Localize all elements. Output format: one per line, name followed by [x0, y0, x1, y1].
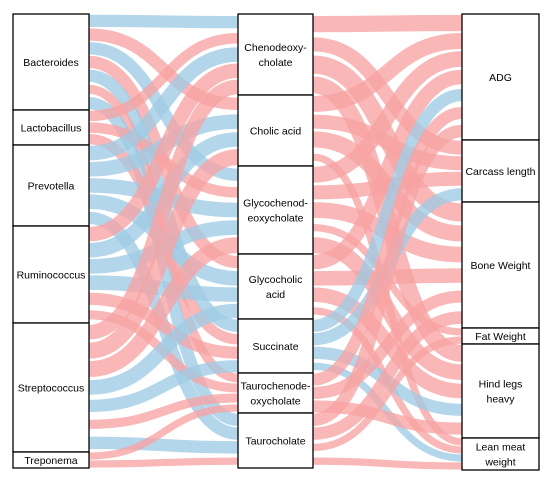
- node-label-glycochenodeoxycholate: Glycochenod-: [243, 198, 308, 210]
- node-box-lean-meat-weight: [461, 437, 540, 471]
- nodes-layer: BacteroidesLactobacillusPrevotellaRumino…: [12, 13, 540, 471]
- left-link-streptococcus-to-glycocholic-acid: [88, 303, 239, 395]
- node-label-fat-weight: Fat Weight: [475, 331, 526, 343]
- node-label-taurochenodeoxycholate: oxycholate: [250, 396, 300, 408]
- node-box-hind-legs-heavy: [461, 343, 540, 439]
- node-label-succinate: Succinate: [252, 341, 298, 353]
- node-carcass-length: Carcass length: [461, 139, 540, 203]
- node-box-taurochenodeoxycholate: [237, 372, 314, 414]
- node-hind-legs-heavy: Hind legs heavy: [461, 343, 540, 439]
- node-box-glycocholic-acid: [237, 253, 314, 320]
- left-link-streptococcus-to-chenodeoxycholate: [87, 79, 240, 340]
- node-glycocholic-acid: Glycocholic acid: [237, 253, 314, 320]
- node-label-ruminococcus: Ruminococcus: [17, 270, 86, 282]
- right-link-taurochenodeoxycholate-to-adg: [312, 107, 463, 386]
- left-link-streptococcus-to-succinate: [88, 360, 239, 413]
- node-label-bacteroides: Bacteroides: [23, 57, 78, 69]
- left-link-streptococcus-to-cholic-acid: [88, 149, 239, 359]
- left-link-ruminococcus-to-succinate: [88, 292, 239, 359]
- node-label-hind-legs-heavy: Hind legs: [479, 379, 523, 391]
- right-link-chenodeoxycholate-to-adg: [312, 14, 463, 33]
- left-link-ruminococcus-to-chenodeoxycholate: [88, 63, 239, 242]
- node-label-chenodeoxycholate: cholate: [259, 57, 293, 69]
- node-box-glycochenodeoxycholate: [237, 165, 314, 255]
- node-bone-weight: Bone Weight: [461, 201, 540, 329]
- node-box-ruminococcus: [12, 225, 90, 324]
- right-link-taurocholate-to-bone-weight: [312, 311, 463, 440]
- node-box-bacteroides: [12, 13, 90, 111]
- left-link-treponema-to-taurochenodeoxycholate: [88, 404, 239, 460]
- links-layer: [87, 14, 464, 470]
- node-label-glycocholic-acid: Glycocholic: [249, 274, 303, 286]
- right-link-taurocholate-to-adg: [312, 124, 463, 427]
- node-label-glycocholic-acid: acid: [266, 289, 285, 301]
- node-bacteroides: Bacteroides: [12, 13, 90, 111]
- node-label-adg: ADG: [489, 72, 512, 84]
- left-link-lactobacillus-to-chenodeoxycholate: [88, 33, 239, 122]
- node-label-chenodeoxycholate: Chenodeoxy-: [244, 42, 307, 54]
- node-cholic-acid: Cholic acid: [237, 94, 314, 167]
- node-label-hind-legs-heavy: heavy: [486, 394, 515, 406]
- node-streptococcus: Streptococcus: [12, 322, 90, 453]
- node-label-cholic-acid: Cholic acid: [250, 126, 302, 138]
- node-box-prevotella: [12, 144, 90, 227]
- right-link-cholic-acid-to-carcass-length: [312, 114, 463, 171]
- right-link-succinate-to-adg: [312, 88, 463, 332]
- node-box-treponema: [12, 451, 90, 469]
- node-box-chenodeoxycholate: [237, 13, 314, 96]
- node-chenodeoxycholate: Chenodeoxy-cholate: [237, 13, 314, 96]
- node-treponema: Treponema: [12, 451, 90, 469]
- left-link-bacteroides-to-chenodeoxycholate: [88, 14, 239, 29]
- node-glycochenodeoxycholate: Glycochenod-eoxycholate: [237, 165, 314, 255]
- node-label-lactobacillus: Lactobacillus: [21, 123, 82, 135]
- node-label-prevotella: Prevotella: [28, 181, 75, 193]
- node-box-bone-weight: [461, 201, 540, 329]
- node-lean-meat-weight: Lean meat weight: [461, 437, 540, 471]
- right-link-glycochenodeoxycholate-to-adg: [312, 51, 463, 183]
- node-taurochenodeoxycholate: Taurochenode-oxycholate: [237, 372, 314, 414]
- node-succinate: Succinate: [237, 318, 314, 374]
- node-box-streptococcus: [12, 322, 90, 453]
- node-label-bone-weight: Bone Weight: [471, 260, 531, 272]
- node-label-carcass-length: Carcass length: [465, 166, 535, 178]
- node-label-glycochenodeoxycholate: eoxycholate: [247, 213, 303, 225]
- node-prevotella: Prevotella: [12, 144, 90, 227]
- left-link-streptococcus-to-taurocholate: [88, 436, 239, 454]
- node-box-taurocholate: [237, 412, 314, 469]
- node-taurocholate: Taurocholate: [237, 412, 314, 469]
- node-label-lean-meat-weight: weight: [484, 457, 515, 469]
- right-link-taurocholate-to-lean-meat-weight: [312, 457, 463, 470]
- left-link-prevotella-to-chenodeoxycholate: [88, 47, 239, 161]
- node-lactobacillus: Lactobacillus: [12, 109, 90, 146]
- left-link-streptococcus-to-taurochenodeoxycholate: [88, 393, 239, 429]
- node-label-taurocholate: Taurocholate: [245, 436, 305, 448]
- right-link-glycocholic-acid-to-adg: [312, 69, 463, 270]
- node-box-succinate: [237, 318, 314, 374]
- node-label-lean-meat-weight: Lean meat: [476, 442, 526, 454]
- node-fat-weight: Fat Weight: [461, 327, 540, 345]
- right-link-cholic-acid-to-adg: [312, 33, 463, 112]
- node-ruminococcus: Ruminococcus: [12, 225, 90, 324]
- right-link-taurocholate-to-fat-weight: [312, 336, 463, 451]
- node-adg: ADG: [461, 13, 540, 141]
- left-link-streptococcus-to-glycochenodeoxycholate: [88, 237, 239, 377]
- left-link-ruminococcus-to-glycocholic-acid: [88, 275, 239, 302]
- node-label-streptococcus: Streptococcus: [18, 383, 85, 395]
- node-label-treponema: Treponema: [24, 455, 77, 467]
- node-label-taurochenodeoxycholate: Taurochenode-: [240, 381, 311, 393]
- node-box-adg: [461, 13, 540, 141]
- left-link-treponema-to-taurocholate: [88, 457, 239, 468]
- right-link-taurochenodeoxycholate-to-bone-weight: [312, 290, 463, 399]
